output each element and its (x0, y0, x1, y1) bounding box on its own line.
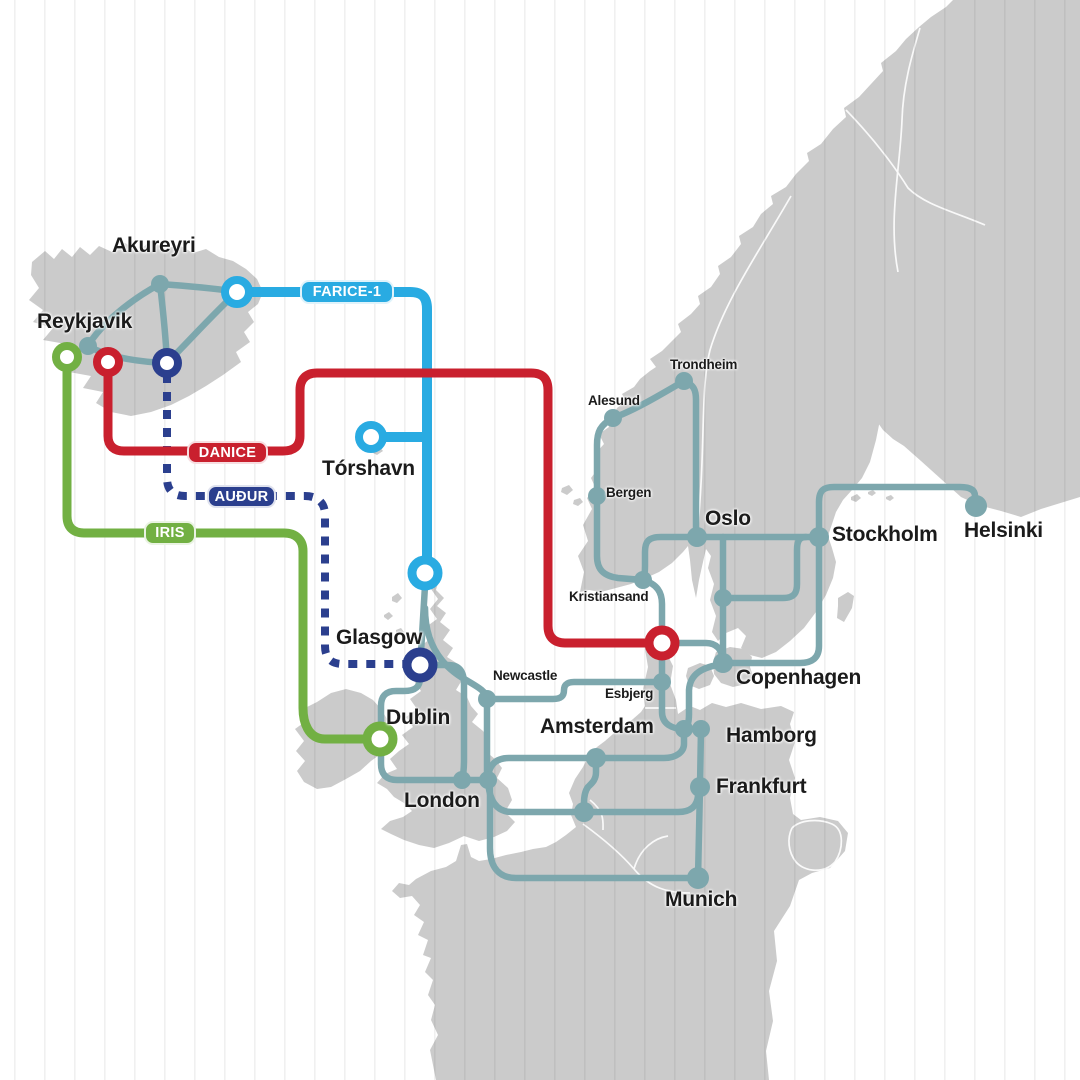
city-label-alesund: Alesund (588, 393, 640, 408)
city-label-esbjerg: Esbjerg (605, 686, 654, 701)
junction-dot-kristiansand (634, 571, 652, 589)
junction-dot-stockholm (809, 527, 829, 547)
junction-dot-munich (687, 867, 709, 889)
landing-ring-denmark-danice (644, 625, 680, 661)
city-label-reykjavik: Reykjavik (37, 310, 133, 333)
junction-dot-oslo (687, 527, 707, 547)
city-label-trondheim: Trondheim (670, 357, 738, 372)
junction-dot-reykjavik (79, 337, 97, 355)
city-label-glasgow: Glasgow (336, 626, 423, 649)
city-label-dublin: Dublin (386, 706, 451, 729)
junction-dot-newcastle (478, 690, 496, 708)
landing-ring-scotland-farice (407, 555, 443, 591)
city-label-bergen: Bergen (606, 485, 652, 500)
landing-ring-torshavn-farice (355, 421, 387, 453)
submarine-cables (62, 287, 654, 744)
landing-ring-iceland-audur (152, 348, 182, 378)
cable-pill-iris: IRIS (144, 521, 196, 545)
cable-iris (62, 363, 369, 744)
landing-ring-reykjavik-danice (93, 347, 123, 377)
junction-dot-sweden-inland (714, 589, 732, 607)
landing-ring-dublin-iris (362, 721, 398, 757)
junction-dot-london (453, 771, 471, 789)
city-label-frankfurt: Frankfurt (716, 775, 807, 798)
city-label-london: London (404, 789, 480, 812)
cable-pill-farice-1: FARICE-1 (300, 280, 394, 304)
city-label-oslo: Oslo (705, 507, 751, 530)
city-label-akureyri: Akureyri (112, 234, 196, 257)
city-label-kristiansand: Kristiansand (569, 589, 649, 604)
city-label-stockholm: Stockholm (832, 523, 938, 546)
junction-dot-alesund (604, 409, 622, 427)
city-label-munich: Munich (665, 888, 738, 911)
cable-farice-1 (244, 287, 432, 565)
junction-dot-helsinki (965, 495, 987, 517)
city-label-newcastle: Newcastle (493, 668, 558, 683)
junction-dot-copenhagen (713, 653, 733, 673)
junction-dots (79, 275, 987, 889)
city-label-copenhagen: Copenhagen (736, 666, 862, 689)
cable-landing-rings (52, 276, 680, 757)
junction-dot-trondheim (675, 372, 693, 390)
landing-ring-reykjavik-iris (52, 342, 82, 372)
landing-ring-iceland-farice (221, 276, 253, 308)
landing-ring-glasgow-audur (402, 647, 438, 683)
junction-dot-akureyri (151, 275, 169, 293)
cable-danice (103, 368, 654, 648)
cable-pill-danice: DANICE (187, 441, 268, 464)
cable-pill-audur: AUÐUR (207, 485, 276, 508)
city-label-helsinki: Helsinki (964, 519, 1043, 542)
city-label-amsterdam: Amsterdam (540, 715, 654, 738)
city-label-hamborg: Hamborg (726, 724, 817, 747)
junction-dot-london-east (479, 771, 497, 789)
junction-dot-frankfurt (690, 777, 710, 797)
city-label-torshavn: Tórshavn (322, 457, 415, 480)
junction-dot-esbjerg (653, 673, 671, 691)
junction-dot-hamborg-east (692, 720, 710, 738)
junction-dot-brussels (574, 802, 594, 822)
junction-dot-hamborg-west (675, 720, 693, 738)
junction-dot-amsterdam (586, 748, 606, 768)
junction-dot-bergen (588, 487, 606, 505)
